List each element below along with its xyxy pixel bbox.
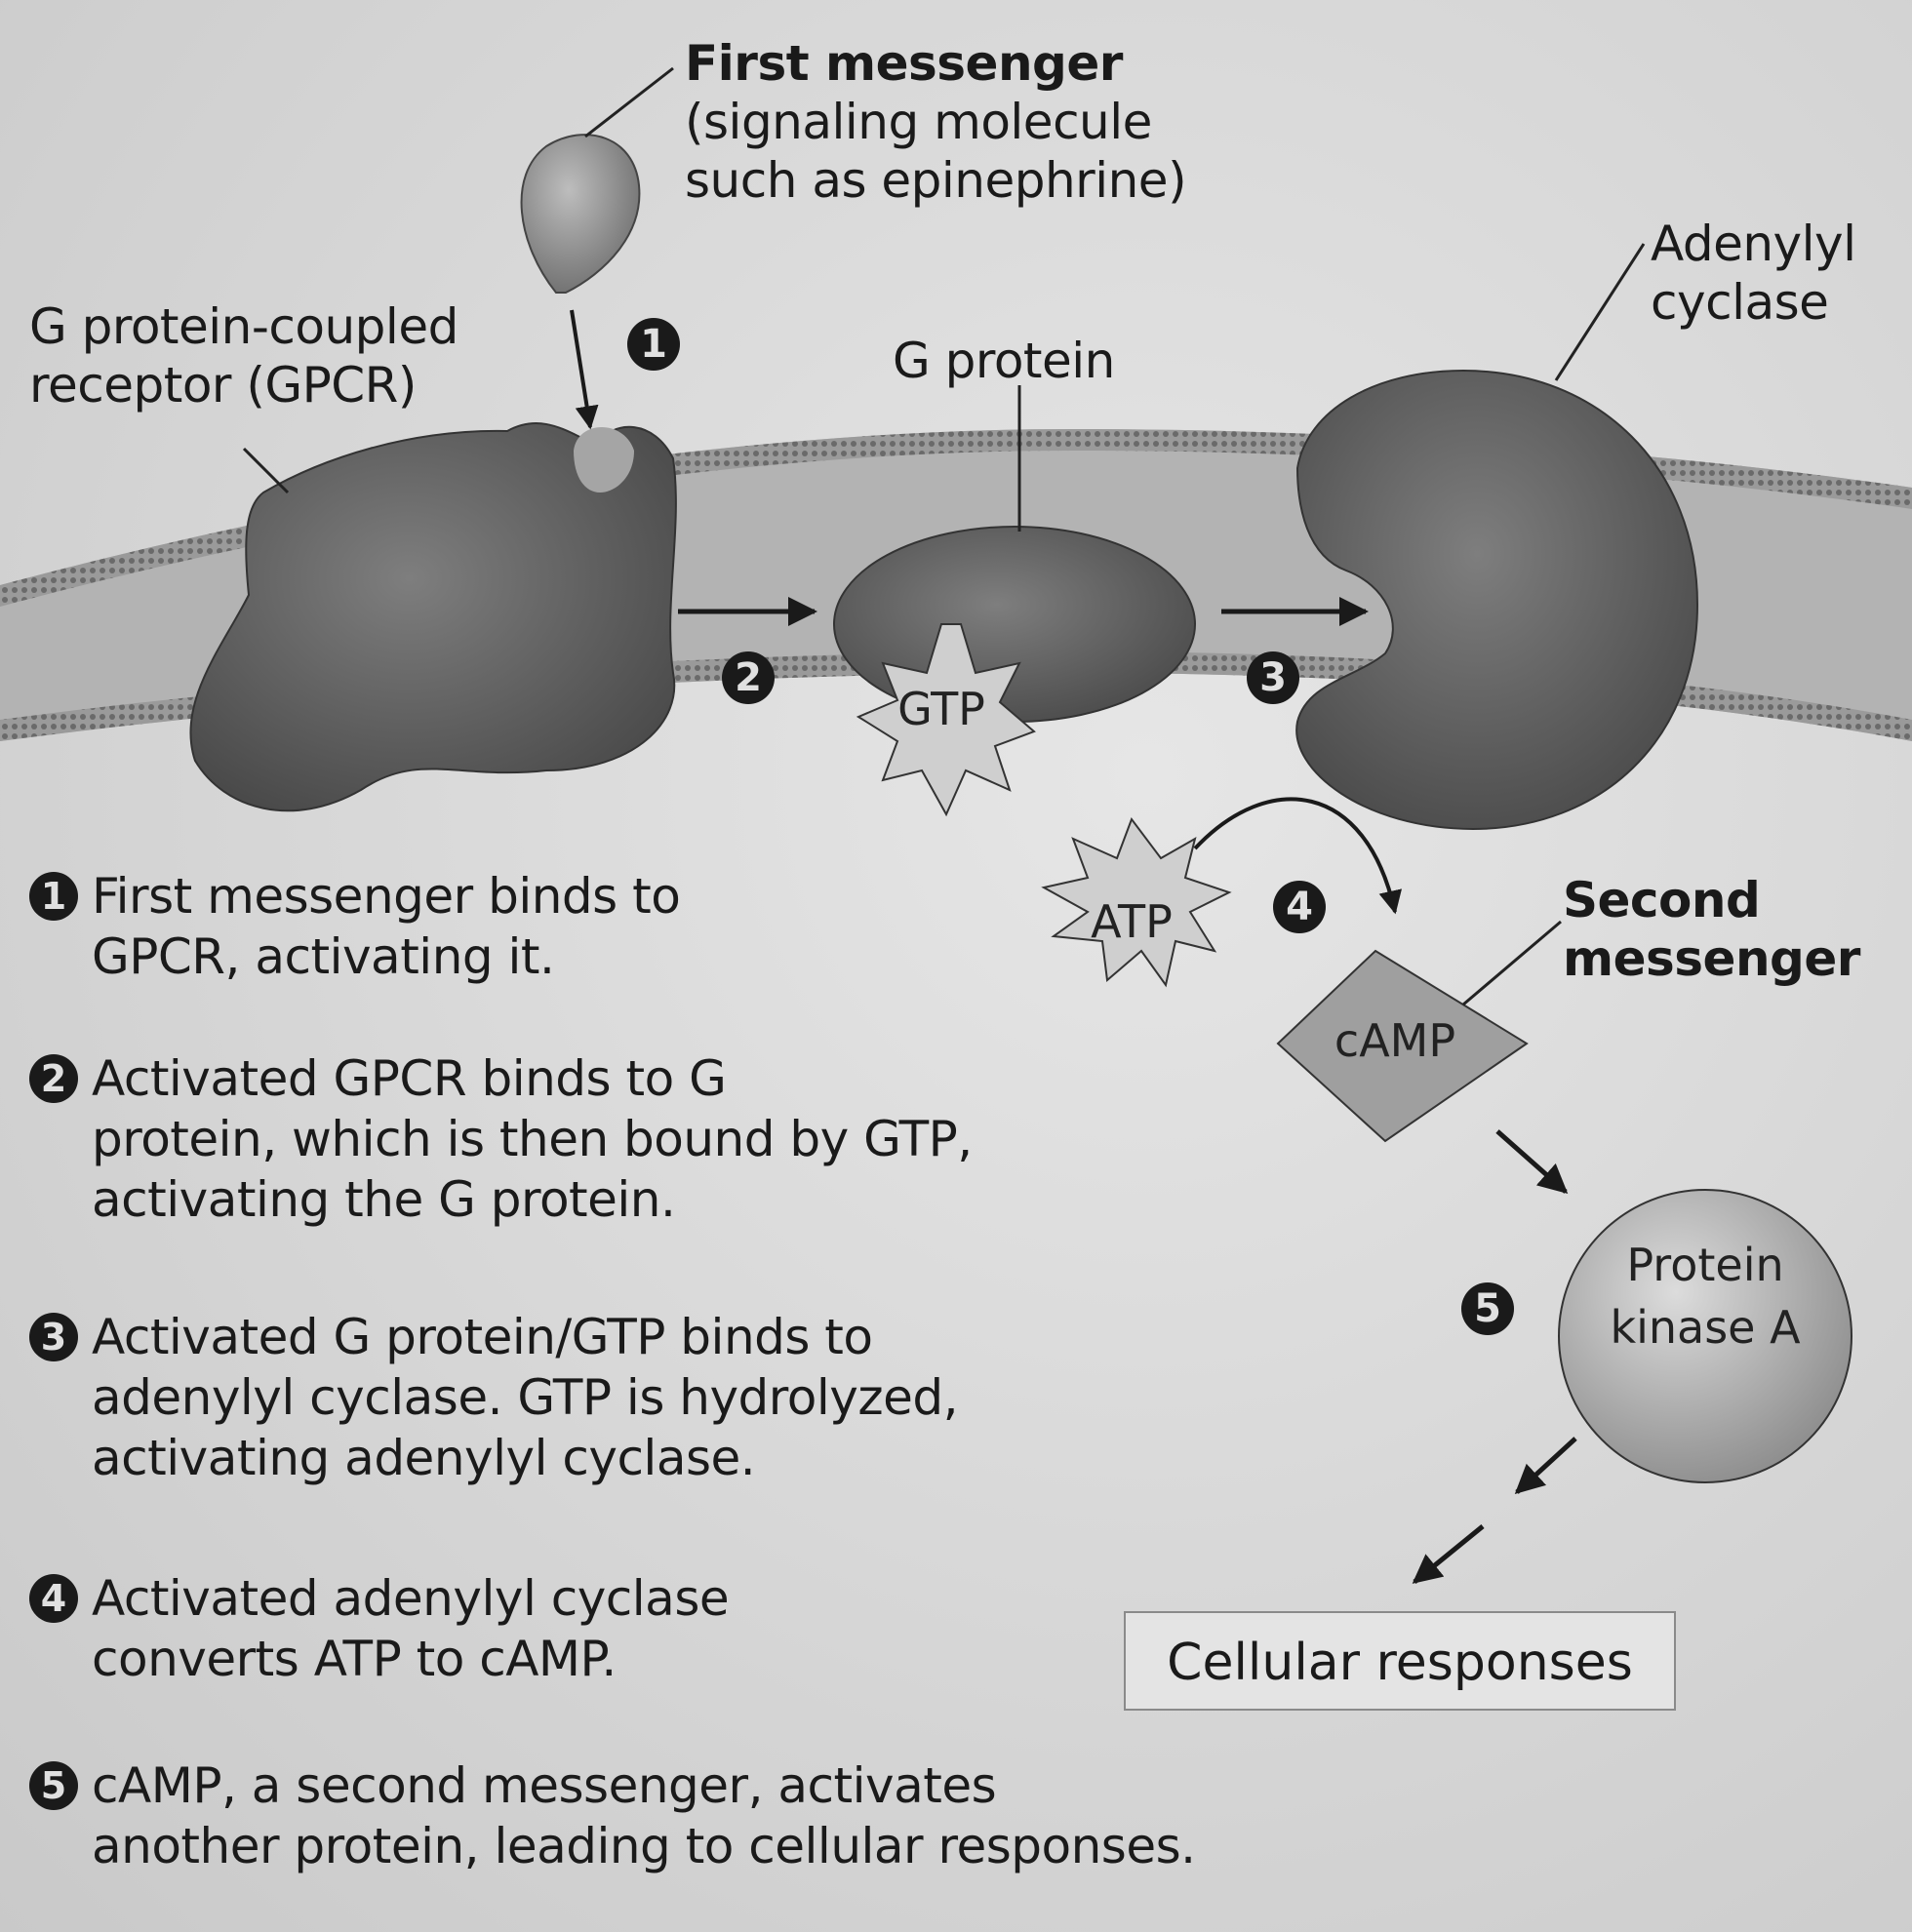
legend-step-2-number: 2 <box>29 1054 78 1103</box>
legend-step-4-line: Activated adenylyl cyclase <box>92 1570 730 1627</box>
camp-diamond <box>1276 949 1529 1143</box>
badge-step-5: 5 <box>1461 1282 1514 1335</box>
legend-step-1-line: First messenger binds to <box>92 868 681 925</box>
legend-step-5-line: another protein, leading to cellular res… <box>92 1818 1196 1874</box>
adenylyl-cyclase-label: Adenylyl cyclase <box>1651 215 1856 332</box>
legend-step-5-line: cAMP, a second messenger, activates <box>92 1757 997 1814</box>
pka-line1: Protein <box>1626 1239 1784 1291</box>
gpcr-binding-site <box>574 427 634 493</box>
adenylyl-cyclase-shape <box>1295 369 1699 831</box>
legend-step-2-line: protein, which is then bound by GTP, <box>92 1111 973 1167</box>
second-messenger-line1: Second <box>1563 872 1761 928</box>
gpcr-leader-line <box>242 447 290 494</box>
cellular-responses-box: Cellular responses <box>1124 1611 1676 1711</box>
badge-step-1: 1 <box>627 318 680 371</box>
legend-step-3-line: adenylyl cyclase. GTP is hydrolyzed, <box>92 1369 958 1426</box>
badge-step-3: 3 <box>1247 651 1299 704</box>
gpcr-line2: receptor (GPCR) <box>29 357 417 414</box>
first-messenger-leader-line <box>584 66 674 138</box>
first-messenger-molecule <box>520 134 641 294</box>
protein-kinase-a-sphere <box>1558 1189 1852 1483</box>
g-protein-label: G protein <box>893 332 1115 390</box>
arrow-camp-to-pka <box>1495 1129 1569 1194</box>
legend-step-2-line: activating the G protein. <box>92 1171 676 1228</box>
gtp-label: GTP <box>897 683 985 735</box>
legend-step-2-line: Activated GPCR binds to G <box>92 1050 727 1107</box>
legend-step-1-line: GPCR, activating it. <box>92 928 555 985</box>
legend-step-3-line: Activated G protein/GTP binds to <box>92 1309 873 1365</box>
legend-step-3-line: activating adenylyl cyclase. <box>92 1430 756 1486</box>
gpcr-receptor-shape <box>189 422 677 812</box>
pka-line2: kinase A <box>1610 1301 1801 1354</box>
adenylyl-line2: cyclase <box>1651 274 1829 331</box>
legend-step-4-number: 4 <box>29 1574 78 1623</box>
first-messenger-label: First messenger (signaling molecule such… <box>685 34 1187 210</box>
second-messenger-label: Second messenger <box>1563 871 1860 988</box>
camp-label: cAMP <box>1334 1014 1456 1067</box>
arrow-pka-to-responses-1 <box>1514 1437 1577 1495</box>
badge-step-4: 4 <box>1273 881 1326 933</box>
first-messenger-title: First messenger <box>685 35 1123 92</box>
binding-arrow <box>570 309 599 430</box>
second-messenger-line2: messenger <box>1563 930 1860 987</box>
gtp-starburst <box>856 623 1036 817</box>
gpcr-line1: G protein-coupled <box>29 298 458 355</box>
badge-step-2: 2 <box>722 651 775 704</box>
gpcr-label: G protein-coupled receptor (GPCR) <box>29 297 458 414</box>
legend-step-4-line: converts ATP to cAMP. <box>92 1631 617 1687</box>
protein-kinase-a-label: Protein kinase A <box>1571 1234 1840 1359</box>
atp-starburst <box>1041 816 1232 988</box>
first-messenger-line1: (signaling molecule <box>685 94 1152 150</box>
atp-label: ATP <box>1091 895 1173 948</box>
legend-step-5-number: 5 <box>29 1761 78 1810</box>
first-messenger-line2: such as epinephrine) <box>685 152 1187 209</box>
legend-step-3-number: 3 <box>29 1313 78 1361</box>
adenylyl-leader-line <box>1554 243 1646 381</box>
adenylyl-line1: Adenylyl <box>1651 216 1856 272</box>
second-messenger-leader-line <box>1462 920 1562 1006</box>
g-protein-text: G protein <box>893 333 1115 389</box>
conversion-curve-arrow <box>1193 797 1403 915</box>
arrow-pka-to-responses-2 <box>1412 1524 1485 1584</box>
legend-step-1-number: 1 <box>29 872 78 921</box>
